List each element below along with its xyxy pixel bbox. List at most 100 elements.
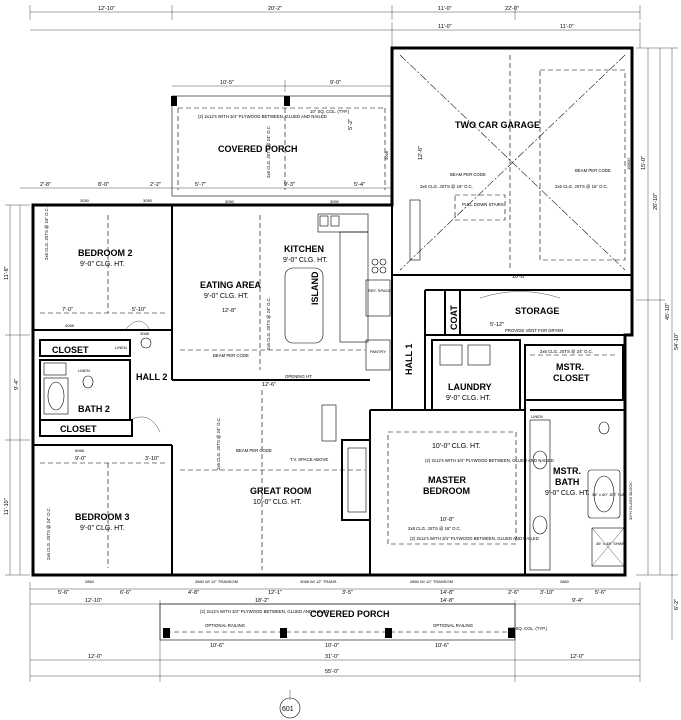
master-bath xyxy=(529,409,625,571)
dim-bot1-b: 6'-6" xyxy=(120,590,131,596)
great-room xyxy=(180,390,371,570)
bedroom2-walls xyxy=(33,205,173,380)
dim-top-r1b: 11'-0" xyxy=(438,24,452,30)
note-beam-garage2: BEAM PER CODE xyxy=(575,168,611,173)
room-great: GREAT ROOM xyxy=(250,486,311,496)
note-col-top: 10" SQ. COL. (TYP.) xyxy=(310,109,350,114)
door-swing-hall2 xyxy=(129,416,161,433)
room-mstr-closet1: MSTR. xyxy=(556,362,584,372)
dim-right-e: 15'-0" xyxy=(641,156,647,170)
bedroom3-walls xyxy=(40,445,173,575)
note-glass-block: 30"H GLASS BLOCK xyxy=(628,482,633,520)
dim-total: 55'-0" xyxy=(325,669,339,675)
dim-bot1-f: 14'-8" xyxy=(440,590,454,596)
dim-bot1-a: 5'-6" xyxy=(58,590,69,596)
room-bedroom2-clg: 9'-0" CLG. HT. xyxy=(80,261,125,268)
win-transom-2: 2860 W/ 12" TRANSOM xyxy=(410,579,453,584)
dim-bed2-a: 7'-0" xyxy=(62,307,73,313)
dim-bot2-b: 18'-2" xyxy=(255,598,269,604)
room-eating: EATING AREA xyxy=(200,280,262,290)
win-2860-c: 2860 xyxy=(560,579,570,584)
room-kitchen-clg: 9'-0" CLG. HT. xyxy=(283,257,328,264)
note-linen-bath2: LINEN xyxy=(78,368,90,373)
note-joists-garage2: 2x6 CLG. JSTS @ 16" O.C. xyxy=(555,184,608,189)
door-4068: 4068 xyxy=(65,323,75,328)
win-3050-b: 3050 xyxy=(143,198,153,203)
room-linen1: LINEN xyxy=(115,345,127,350)
note-beam-kitchen: BEAM PER CODE xyxy=(213,353,249,358)
room-island: ISLAND xyxy=(310,271,320,305)
room-bath2: BATH 2 xyxy=(78,404,110,414)
dim-porch-w2: 9'-0" xyxy=(330,80,341,86)
dim-row2-b: 8'-0" xyxy=(98,182,109,188)
room-bedroom3: BEDROOM 3 xyxy=(75,512,130,522)
room-master1: MASTER xyxy=(428,475,467,485)
win-2860-a: 2860 xyxy=(85,579,95,584)
note-beam-garage1: BEAM PER CODE xyxy=(450,172,486,177)
bottom-dimension-lines xyxy=(29,582,641,682)
master-walls xyxy=(369,400,526,575)
room-mstr-closet2: CLOSET xyxy=(553,373,590,383)
note-plywood-top: (2) 2x12's WITH 3/4" PLYWOOD BETWEEN, GL… xyxy=(198,114,327,119)
dim-row2-a: 2'-8" xyxy=(40,182,51,188)
dim-bot3-c: 10'-6" xyxy=(435,643,449,649)
note-jet-tub: 36" x 60" JET TUB xyxy=(592,492,625,497)
dim-left-a: 11'-8" xyxy=(4,266,10,280)
note-door-3068-garage: 3068 xyxy=(384,150,389,160)
room-laundry-clg: 9'-0" CLG. HT. xyxy=(446,395,491,402)
dim-right-c: 54'-10" xyxy=(674,333,680,350)
room-hall2: HALL 2 xyxy=(136,372,167,382)
dim-left-c: 11'-10" xyxy=(4,498,10,515)
note-col-bottom: 12" SQ. COL. (TYP.) xyxy=(508,626,548,631)
sheet-marker xyxy=(279,690,301,719)
note-joists-great: 2x6 CLG. JSTS @ 24" O.C. xyxy=(216,417,221,470)
win-3050-d: 3050 xyxy=(330,199,340,204)
dim-right-b: 45'-10" xyxy=(665,303,671,320)
dim-top-r2: 22'-0" xyxy=(505,6,519,12)
storage-area xyxy=(424,289,632,336)
room-bedroom3-clg: 9'-0" CLG. HT. xyxy=(80,525,125,532)
room-eating-clg: 9'-0" CLG. HT. xyxy=(204,293,249,300)
left-dimension-lines xyxy=(5,204,30,576)
room-garage: TWO CAR GARAGE xyxy=(455,120,540,130)
note-garage-door: 1680O xyxy=(626,158,631,170)
dim-bot1-c: 4'-8" xyxy=(188,590,199,596)
dim-row2-f: 5'-4" xyxy=(354,182,365,188)
room-storage: STORAGE xyxy=(515,306,559,316)
dim-top-mid: 20'-2" xyxy=(268,6,282,12)
room-master2: BEDROOM xyxy=(423,486,470,496)
dim-bot1-h: 3'-10" xyxy=(540,590,554,596)
room-linen3: LINEN xyxy=(531,414,543,419)
hall1-walls xyxy=(391,275,426,410)
dim-kitchen-w: 12'-8" xyxy=(222,308,236,314)
dim-row2-c: 2'-2" xyxy=(150,182,161,188)
dim-bot3-a: 10'-6" xyxy=(210,643,224,649)
room-mstr-bath2: BATH xyxy=(555,477,579,487)
note-joists-bed2: 2x6 CLG. JSTS @ 24" O.C. xyxy=(44,207,49,260)
dim-bot1-d: 12'-1" xyxy=(268,590,282,596)
dim-bot1-g: 2'-6" xyxy=(508,590,519,596)
dim-great-w: 12'-6" xyxy=(262,382,276,388)
dim-bot2-d: 9'-4" xyxy=(572,598,583,604)
room-closet2: CLOSET xyxy=(60,424,97,434)
win-transom-1: 2860 W/ 12" TRANSOM xyxy=(195,579,238,584)
dim-storage2: 5'-12" xyxy=(490,322,504,328)
room-coat: COAT xyxy=(449,305,459,330)
dim-bed3-b: 3'-10" xyxy=(145,456,159,462)
dim-row2-d: 5'-7" xyxy=(195,182,206,188)
dim-bot3-b: 10'-0" xyxy=(325,643,339,649)
note-joists-porch: 2x6 CLG. JSTS @ 24" O.C. xyxy=(266,125,271,178)
closet2-walls xyxy=(33,419,172,446)
win-3050-a: 3050 xyxy=(80,198,90,203)
dim-right-a: 26'-10" xyxy=(653,193,659,210)
door-3068-hall2: 3068 xyxy=(140,331,150,336)
mstr-closet-walls xyxy=(524,344,624,401)
dim-bot2-c: 14'-8" xyxy=(440,598,454,604)
note-joists-eating: 2x6 CLG. JSTS @ 24" O.C. xyxy=(266,297,271,350)
dim-porch-w1: 10'-5" xyxy=(220,80,234,86)
room-mstr-bath1: MSTR. xyxy=(553,466,581,476)
dim-bot4-a: 12'-0" xyxy=(88,654,102,660)
dim-bed3-w: 9'-0" xyxy=(75,456,86,462)
closet1-walls xyxy=(39,339,131,357)
